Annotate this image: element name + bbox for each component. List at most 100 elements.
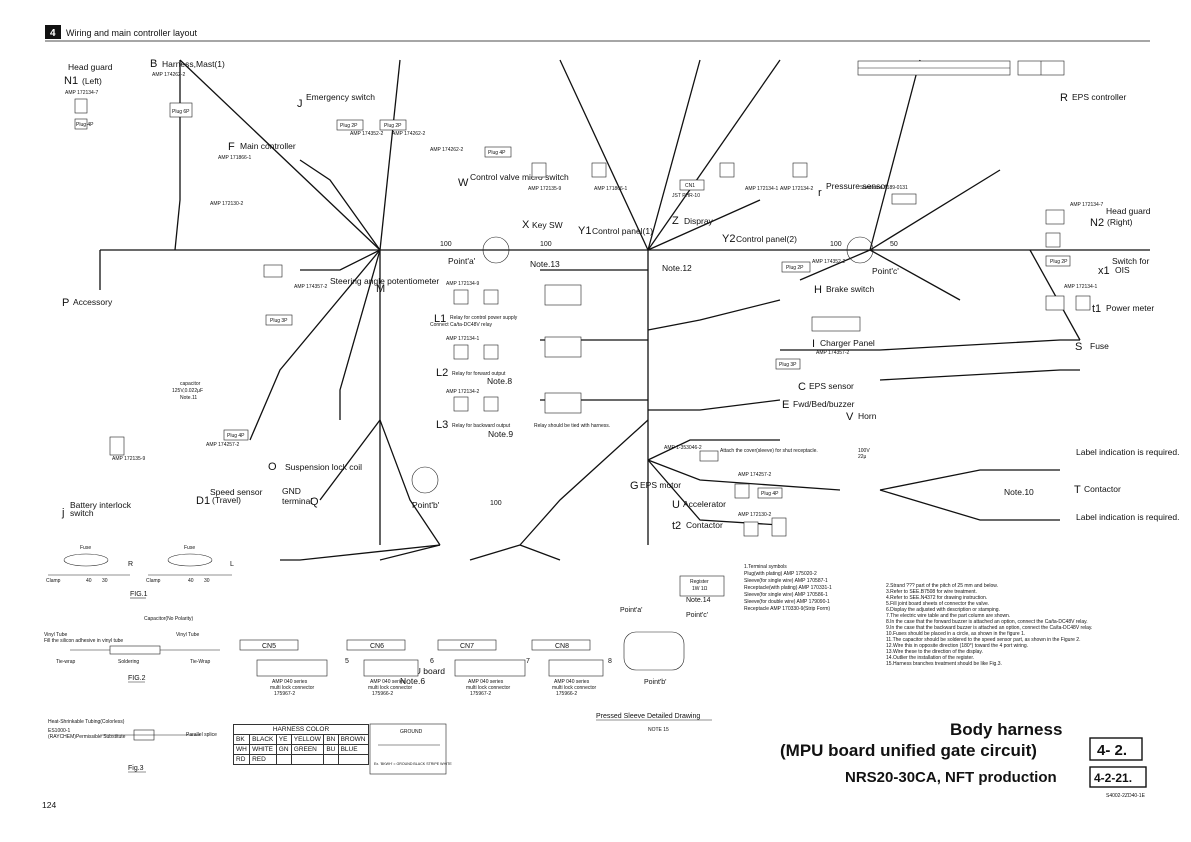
amp-u: AMP 174257-2 (738, 472, 771, 478)
color-name: GREEN (290, 744, 325, 755)
amp-f: AMP 171866-1 (218, 155, 251, 161)
fig1-r: R (128, 561, 133, 568)
component-n1-name: (Left) (82, 76, 102, 86)
amp-w: AMP 174262-2 (430, 147, 463, 153)
component-p-code: P (62, 297, 69, 309)
cn5-pins (256, 659, 328, 677)
color-name (290, 754, 325, 765)
right-note-11: 13.Wire these to the direction of the di… (886, 649, 983, 655)
component-t2-code: t2 (672, 520, 681, 532)
table-row: BK BLACK YE YELLOW BN BROWN (232, 734, 370, 745)
component-x1-extra: Switch for (1112, 256, 1149, 266)
table-row: WH WHITE GN GREEN BU BLUE (232, 744, 370, 755)
cn7-name: CN7 (460, 643, 474, 650)
point-b-label: Point'b' (412, 500, 440, 510)
color-code: RD (232, 754, 251, 765)
fig1-label: FIG.1 (130, 591, 148, 598)
amp-y2a: AMP 172134-1 (745, 186, 778, 192)
color-name: BLUE (337, 744, 370, 755)
cn5-type: multi lock connector (270, 685, 315, 691)
component-n2-code: N2 (1090, 217, 1104, 229)
cn5-part: 175967-2 (274, 691, 295, 697)
legend-note-1: Plug(with plating) AMP 175020-2 (744, 571, 817, 577)
plug-u: Plug 4P (761, 491, 779, 497)
horn-spec-2: 22μ (858, 454, 867, 460)
component-h-code: H (814, 284, 822, 296)
component-z-code: Z (672, 215, 679, 227)
fig2: Capacitor(No Polarity) Vinyl Tube Fill t… (44, 616, 220, 683)
note-14: Note.14 (686, 597, 711, 604)
horn-spec-1: 100V (858, 448, 870, 454)
connect-note: Connect Ca/ta-DC48V relay (430, 322, 492, 328)
amp-f2: AMP 172130-2 (210, 201, 243, 207)
legend-note-5: Sleeve(for double wire) AMP 179090-1 (744, 599, 830, 605)
right-note-6: 8.In the case that the forward buzzer is… (886, 619, 1088, 625)
component-e-name: Fwd/Bed/buzzer (793, 399, 855, 409)
right-note-9: 11.The capacitor should be soldered to t… (886, 637, 1080, 643)
wire-legend-ground: GROUND (400, 729, 423, 735)
point-a-small: Point'a' (620, 607, 643, 614)
cn8-pins (548, 659, 604, 677)
component-b-code: B (150, 58, 157, 70)
right-note-10: 12.Wire this in opposite direction (180°… (886, 643, 1028, 649)
component-r-eps-name: EPS controller (1072, 92, 1126, 102)
color-code: GN (275, 744, 292, 755)
fig2-solder: Soldering (118, 659, 139, 665)
right-note-5: 7.The electric wire table and the part c… (886, 613, 1010, 619)
amp-i: AMP 174357-2 (816, 350, 849, 356)
component-q-extra: GND (282, 486, 301, 496)
note-10: Note.10 (1004, 487, 1034, 497)
amp-g: AMP 1-353046-2 (664, 445, 702, 451)
component-p-name: Accessory (73, 297, 113, 307)
amp-j2: AMP 174262-2 (392, 131, 425, 137)
color-name: RED (249, 754, 277, 765)
cn5-num: 5 (345, 658, 349, 665)
color-name: WHITE (249, 744, 277, 755)
title-subcode: 4-2-21. (1094, 771, 1132, 785)
component-x1-code: x1 (1098, 265, 1110, 277)
component-j-batt-code: j (61, 507, 64, 519)
component-x1-name: OIS (1115, 265, 1130, 275)
fig1-fuse-2: Fuse (184, 545, 195, 551)
fig3: Heat-Shrinkable Tubing(Colorless) ES1000… (48, 719, 217, 773)
component-i-name: Charger Panel (820, 338, 875, 348)
component-labels: Head guard N1 (Left) B Harness,Mast(1) J… (61, 58, 1154, 677)
point-c-circle (846, 236, 874, 264)
fig3-splice: Parallel splice (186, 732, 217, 738)
harness-color-title: HARNESS COLOR (233, 724, 369, 735)
point-b-circle (411, 466, 439, 494)
amp-l2: AMP 172134-1 (446, 336, 479, 342)
cn8-part: 175966-2 (556, 691, 577, 697)
component-b-name: Harness,Mast(1) (162, 59, 225, 69)
cn7-num: 7 (526, 658, 530, 665)
section-title: Wiring and main controller layout (66, 28, 198, 38)
component-q-name: terminal (282, 496, 312, 506)
register-line1: Register (690, 579, 709, 585)
component-d1-extra: Speed sensor (210, 487, 263, 497)
color-code: YE (275, 734, 292, 745)
component-g-code: G (630, 480, 639, 492)
component-t-code: T (1074, 484, 1081, 496)
plug-x1: Plug 2P (1050, 259, 1068, 265)
component-l1-name: Relay for control power supply (450, 315, 518, 321)
pressed-sleeve-box (623, 631, 685, 671)
cn6-box (346, 639, 406, 651)
cn6-series: AMP 040 series (370, 679, 406, 685)
right-note-8: 10.Fuses should be placed in a circle, a… (886, 631, 1025, 637)
component-x-name: Key SW (532, 220, 563, 230)
component-y2-code: Y2 (722, 233, 735, 245)
legend-note-2: Sleeve(for single wire) AMP 170587-1 (744, 578, 828, 584)
plug-j2: Plug 2P (384, 123, 402, 129)
cn6-num: 6 (430, 658, 434, 665)
component-q-code: Q (310, 496, 319, 508)
color-code: BN (323, 734, 339, 745)
amp-j: AMP 172135-9 (112, 456, 145, 462)
dim-label-3: 100 (830, 241, 842, 248)
component-a-name: MPU board (402, 666, 445, 676)
color-name (337, 754, 370, 765)
component-r-name: Pressure sensor (826, 181, 888, 191)
plug-m: Plug 3P (270, 318, 288, 324)
component-j-name: Emergency switch (306, 92, 375, 102)
component-f-name: Main controller (240, 141, 296, 151)
component-x-code: X (522, 219, 530, 231)
